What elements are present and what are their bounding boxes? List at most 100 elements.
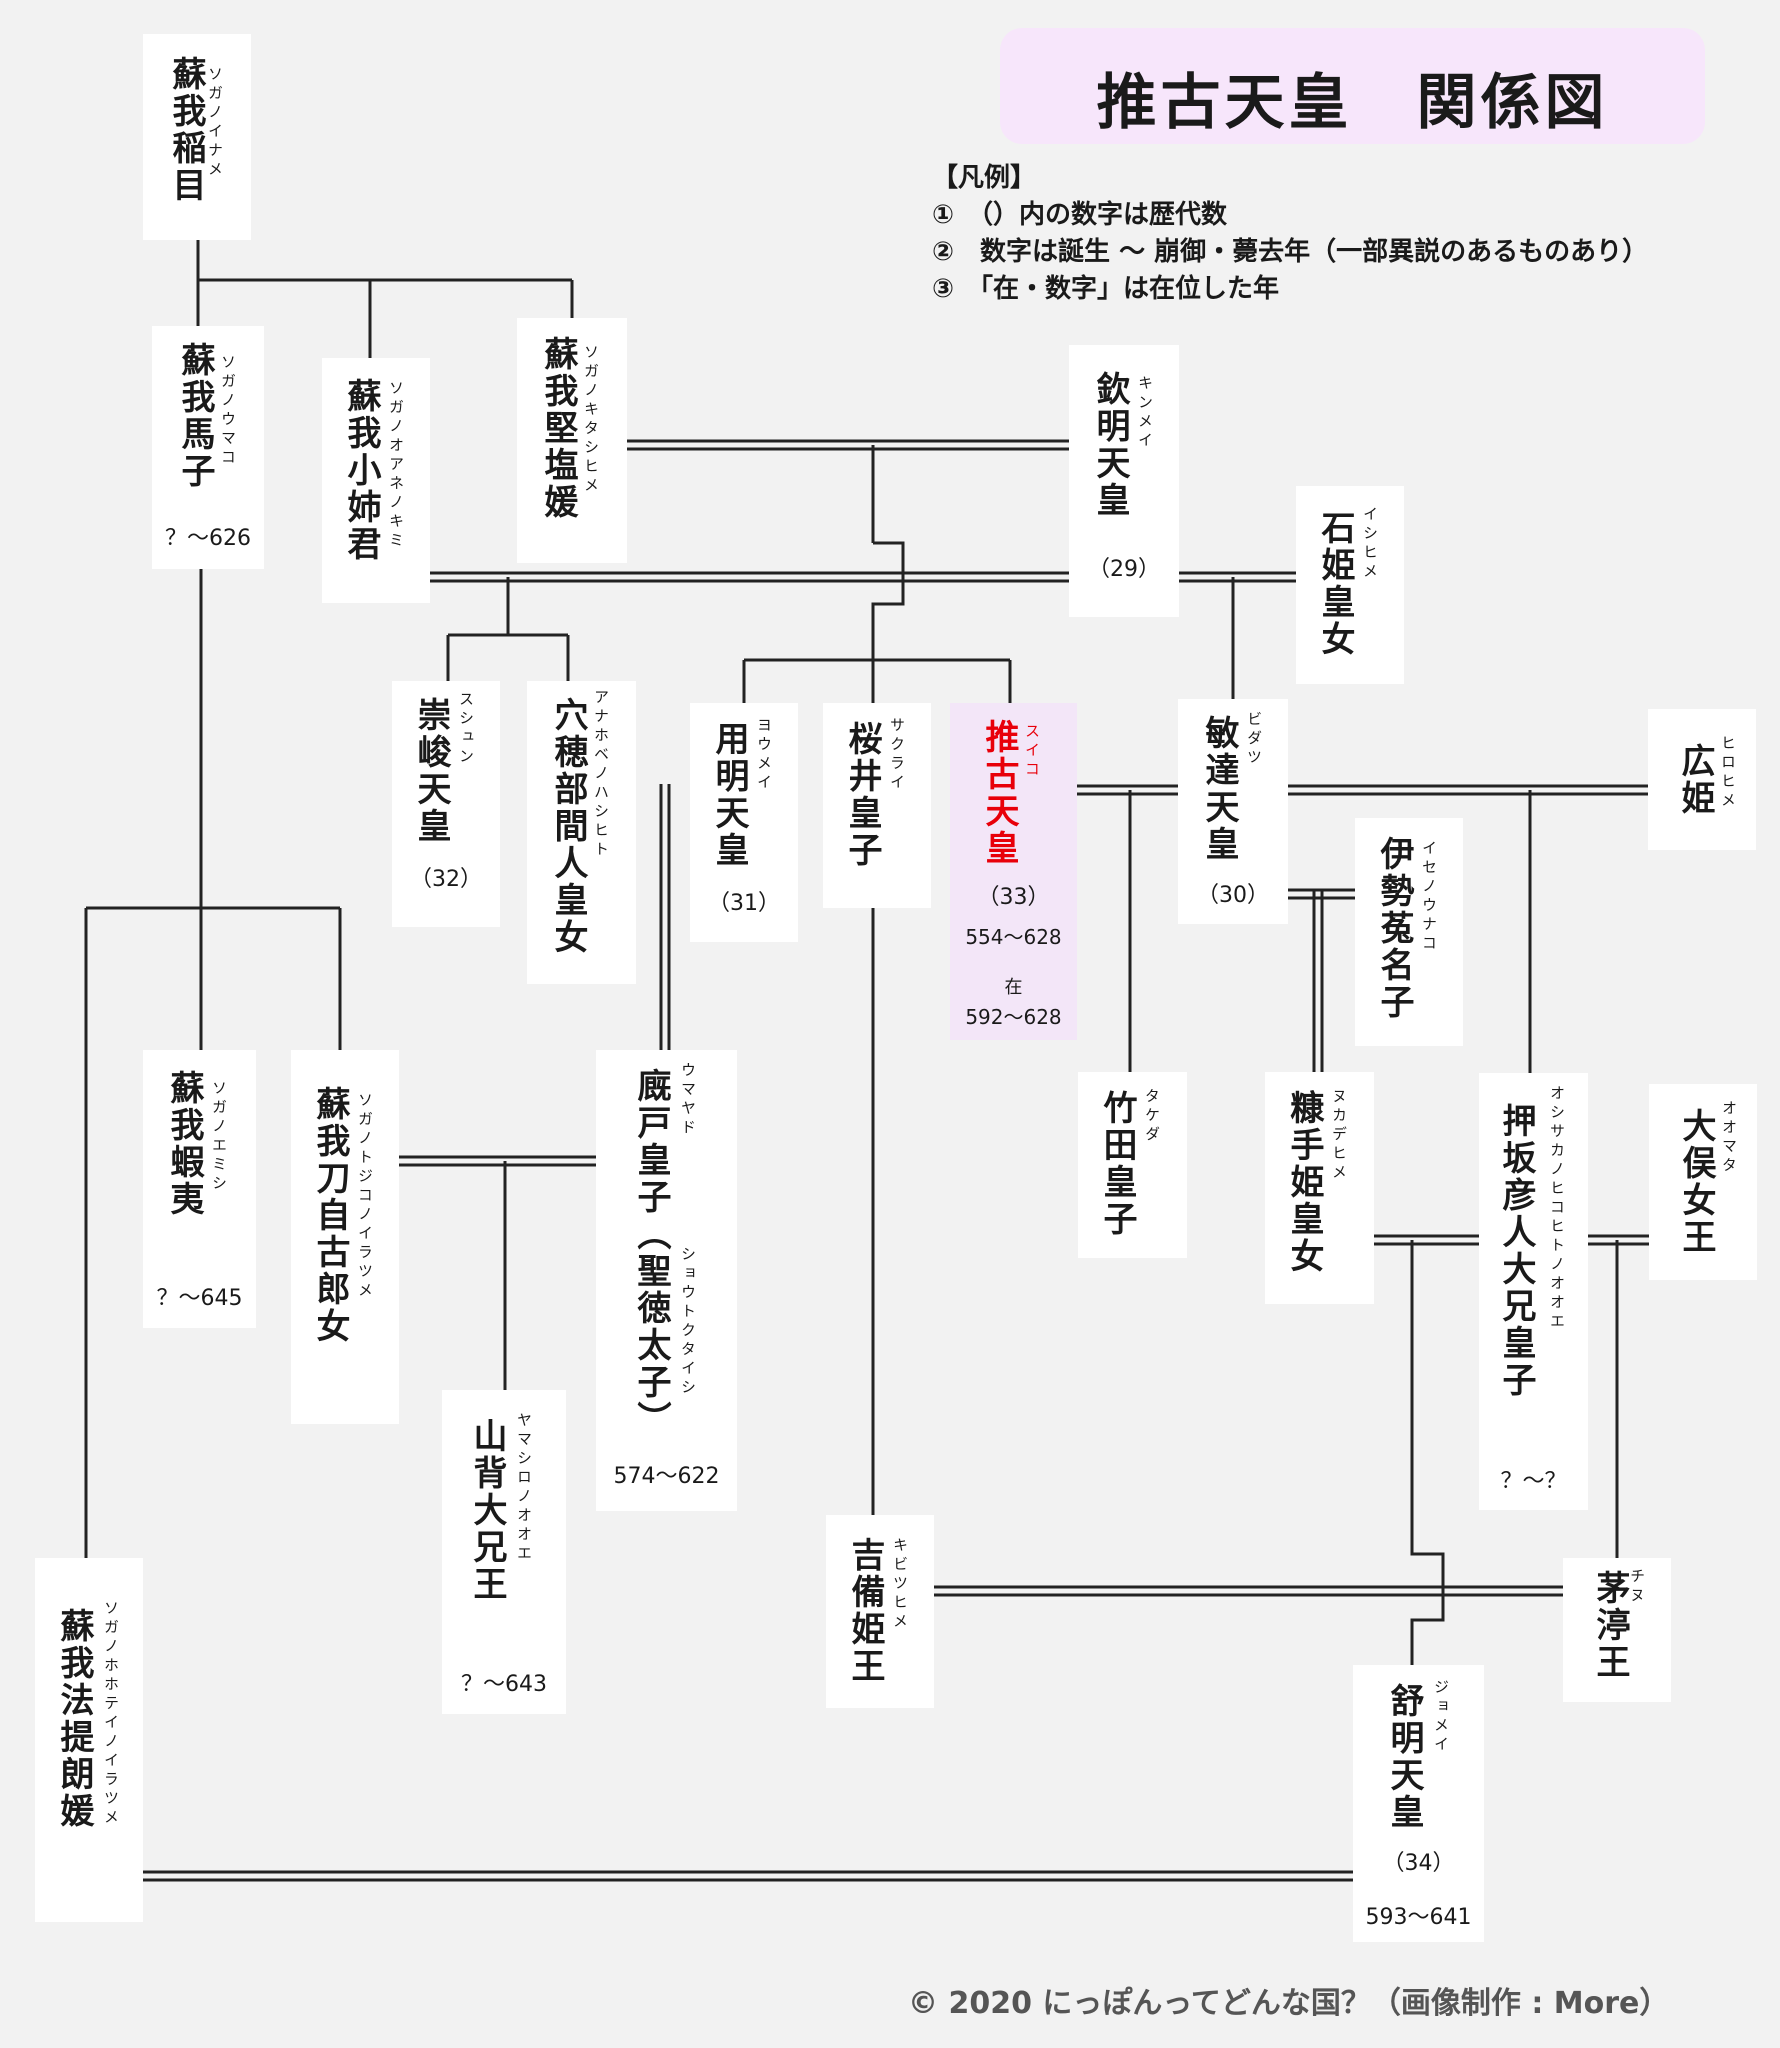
- person-reading: ヒロヒメ: [1719, 735, 1737, 811]
- person-reading: スイコ: [1023, 723, 1041, 780]
- person-reading: オオマタ: [1720, 1100, 1738, 1176]
- person-emperor-jomei: 舒明天皇 ジョメイ （34） 593～641: [1353, 1665, 1484, 1942]
- person-reading: イセノウナコ: [1420, 840, 1438, 954]
- title-banner: 推古天皇 関係図: [1000, 28, 1705, 144]
- person-order: （31）: [708, 891, 780, 916]
- person-years: 593～641: [1365, 1905, 1472, 1930]
- person-order: （34）: [1382, 1851, 1455, 1876]
- person-reading: ソガノウマコ: [219, 354, 237, 468]
- descent-line: [1410, 1240, 1445, 1665]
- person-name: 茅渟王: [1590, 1570, 1630, 1681]
- person-chinu-no-okimi: 茅渟王 チヌ: [1563, 1558, 1671, 1702]
- person-name: 糠手姫皇女: [1284, 1090, 1324, 1275]
- page-title: 推古天皇 関係図: [1096, 68, 1609, 138]
- person-name: 蘇我堅塩媛: [538, 336, 578, 521]
- person-reading: ヨウメイ: [755, 717, 773, 793]
- person-nukatehime: 糠手姫皇女 ヌカデヒメ: [1265, 1072, 1374, 1304]
- person-soga-no-umako: 蘇我馬子 ソガノウマコ ？～626: [152, 326, 264, 569]
- person-ise-no-unako: 伊勢菟名子 イセノウナコ: [1355, 818, 1463, 1046]
- person-takeda-no-miko: 竹田皇子 タケダ: [1078, 1072, 1187, 1258]
- person-reading: ソガノホホテイノイラツメ: [102, 1600, 120, 1828]
- person-name: 山背大兄王: [467, 1418, 507, 1603]
- person-name: 伊勢菟名子: [1374, 836, 1414, 1021]
- person-name: 穴穂部間人皇女: [548, 697, 588, 956]
- reign-years: 592～628: [965, 1005, 1062, 1029]
- person-soga-no-iname: 蘇我稲目 ソガノイナメ: [143, 34, 251, 240]
- person-years: 574～622: [613, 1464, 720, 1489]
- person-name: 崇峻天皇: [411, 697, 451, 845]
- person-soga-no-hote-no-iratsume: 蘇我法提朗媛 ソガノホホテイノイラツメ: [35, 1558, 143, 1922]
- legend-item: ② 数字は誕生 ～ 崩御・薨去年（一部異説のあるものあり）: [932, 237, 1649, 267]
- person-name: 蘇我馬子: [175, 342, 215, 490]
- copyright: © 2020 にっぽんってどんな国？（画像制作 : More）: [908, 1986, 1670, 2021]
- person-reading: ジョメイ: [1432, 1679, 1450, 1755]
- person-soga-no-oanegimi: 蘇我小姉君 ソガノオアネノキミ: [322, 358, 430, 603]
- person-emperor-sushun: 崇峻天皇 スシュン （32）: [392, 681, 500, 927]
- person-reading: キンメイ: [1136, 375, 1154, 451]
- person-reading: アナホベノハシヒト: [592, 689, 610, 860]
- person-order: （33）: [977, 885, 1050, 910]
- person-reading: ソガノエミシ: [210, 1080, 228, 1194]
- reign-label: 在: [1004, 977, 1023, 998]
- legend-heading: 【凡例】: [932, 163, 1037, 193]
- person-name: 蘇我稲目: [166, 56, 206, 204]
- person-reading: ビダツ: [1245, 711, 1263, 768]
- person-reading: キビツヒメ: [891, 1537, 909, 1632]
- person-reading: イシヒメ: [1361, 506, 1379, 582]
- person-omata-no-okimi: 大俣女王 オオマタ: [1649, 1084, 1757, 1280]
- person-name: 蘇我刀自古郎女: [310, 1086, 350, 1345]
- person-name: 欽明天皇: [1090, 371, 1130, 519]
- person-name: 用明天皇: [709, 721, 749, 869]
- person-name: 蘇我法提朗媛: [54, 1608, 94, 1830]
- person-yamashiro-no-oe: 山背大兄王 ヤマシロノオオエ ？～643: [442, 1390, 566, 1714]
- person-hirohime: 広姫 ヒロヒメ: [1648, 709, 1756, 850]
- person-reading: ヤマシロノオオエ: [515, 1412, 533, 1564]
- person-reading: ソガノオアネノキミ: [387, 380, 405, 551]
- person-kibitsu-hime: 吉備姫王 キビツヒメ: [826, 1515, 934, 1708]
- person-order: （30）: [1197, 883, 1269, 908]
- legend: 【凡例】 ① （）内の数字は歴代数 ② 数字は誕生 ～ 崩御・薨去年（一部異説の…: [932, 160, 1648, 308]
- person-ishihime: 石姫皇女 イシヒメ: [1296, 486, 1404, 684]
- person-name: 舒明天皇: [1384, 1683, 1424, 1831]
- person-sakurai-no-miko: 桜井皇子 サクライ: [823, 703, 931, 908]
- person-name: 蘇我蝦夷: [164, 1070, 204, 1218]
- person-name: 竹田皇子: [1097, 1090, 1137, 1238]
- person-years: ？～？: [1500, 1469, 1567, 1494]
- person-emperor-kinmei: 欽明天皇 キンメイ （29）: [1069, 345, 1179, 617]
- person-name: 敏達天皇: [1199, 715, 1239, 863]
- person-name: 蘇我小姉君: [341, 378, 381, 563]
- person-reading: タケダ: [1143, 1088, 1161, 1145]
- person-order: （29）: [1088, 557, 1160, 582]
- person-reading: ソガノキタシヒメ: [582, 344, 600, 496]
- person-name: 廐戸皇子（聖徳太子）: [631, 1068, 671, 1438]
- person-soga-no-tojiko: 蘇我刀自古郎女 ソガノトジコノイラツメ: [291, 1050, 399, 1424]
- person-soga-no-emishi: 蘇我蝦夷 ソガノエミシ ？～645: [143, 1050, 256, 1328]
- person-anahobe-no-hashihito: 穴穂部間人皇女 アナホベノハシヒト: [527, 681, 636, 984]
- person-name: 石姫皇女: [1315, 510, 1355, 658]
- person-emperor-yomei: 用明天皇 ヨウメイ （31）: [690, 703, 798, 942]
- person-emperor-bidatsu: 敏達天皇 ビダツ （30）: [1178, 699, 1288, 924]
- legend-item: ① （）内の数字は歴代数: [932, 200, 1228, 230]
- person-reading: サクライ: [888, 717, 906, 793]
- descent-line: [871, 541, 905, 703]
- person-emperor-suiko: 推古天皇 スイコ （33） 554～628 在 592～628: [950, 703, 1077, 1040]
- person-reading: ソガノイナメ: [206, 66, 224, 180]
- person-years: ？～643: [461, 1672, 547, 1697]
- person-reading: ソガノトジコノイラツメ: [356, 1092, 374, 1301]
- person-reading: ヌカデヒメ: [1330, 1088, 1348, 1183]
- person-reading: ウマヤド: [679, 1062, 697, 1138]
- person-oshisaka-no-hikohito: 押坂彦人大兄皇子 オシサカノヒコヒトノオオエ ？～？: [1479, 1073, 1588, 1510]
- person-years: ？～626: [165, 526, 251, 551]
- legend-item: ③ 「在・数字」は在位した年: [932, 274, 1280, 304]
- person-reading-alt: ショウトクタイシ: [679, 1246, 697, 1398]
- person-years: ？～645: [156, 1286, 243, 1311]
- person-name: 推古天皇: [979, 719, 1019, 867]
- person-reading: チヌ: [1628, 1568, 1646, 1606]
- person-name: 桜井皇子: [842, 721, 882, 869]
- person-reading: オシサカノヒコヒトノオオエ: [1548, 1085, 1566, 1332]
- person-reading: スシュン: [457, 691, 475, 767]
- person-order: （32）: [410, 867, 482, 892]
- person-umayado-shotoku-taishi: 廐戸皇子（聖徳太子） ウマヤド ショウトクタイシ 574～622: [596, 1050, 737, 1511]
- person-name: 大俣女王: [1676, 1108, 1716, 1256]
